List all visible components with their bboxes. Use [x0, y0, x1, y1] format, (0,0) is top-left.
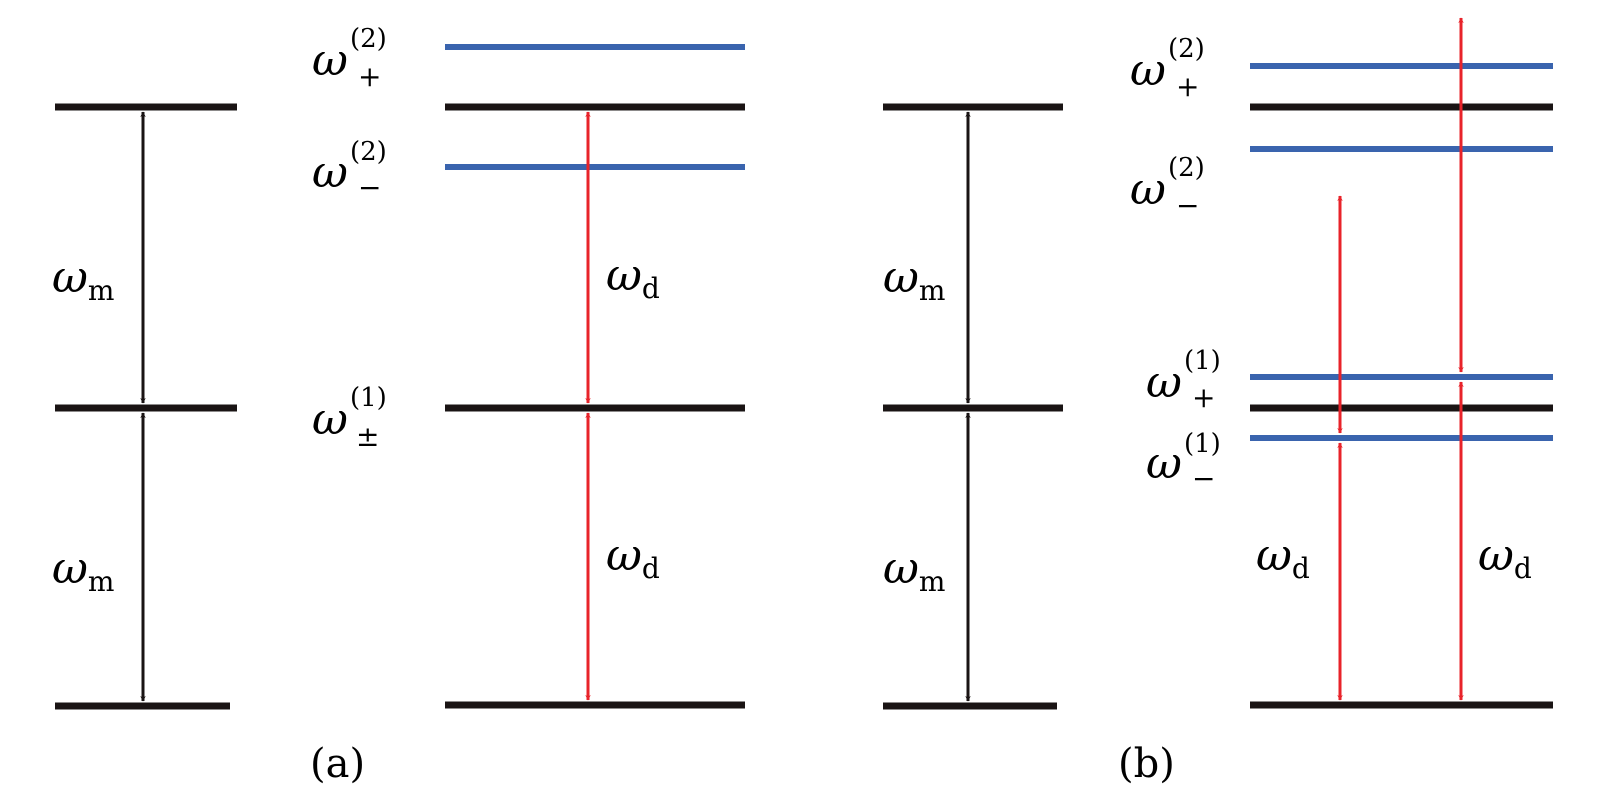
svg-text:ω: ω: [312, 147, 348, 198]
svg-text:ω: ω: [1130, 164, 1166, 215]
caption-b: (b): [1118, 741, 1175, 787]
label-b-wd-outer: ωd: [1478, 530, 1532, 585]
caption-a: (a): [310, 741, 365, 787]
label-b-wd-inner: ωd: [1256, 530, 1310, 585]
svg-text:(2): (2): [1168, 153, 1205, 183]
svg-text:ω: ω: [1130, 45, 1166, 96]
label-b-omega-minus-1: ω (1) −: [1146, 429, 1221, 495]
panel-a: ωm ωm ωd ωd ω (2) + ω (2) − ω: [52, 24, 745, 787]
label-b-wm-upper: ωm: [883, 252, 945, 307]
svg-text:ω: ω: [1146, 357, 1182, 408]
label-a-wm-lower: ωm: [52, 543, 114, 598]
svg-text:ω: ω: [312, 35, 348, 86]
svg-text:+: +: [1192, 381, 1215, 414]
label-b-omega-minus-2: ω (2) −: [1130, 153, 1205, 222]
svg-text:±: ±: [356, 420, 379, 453]
label-a-wd-upper: ωd: [606, 250, 660, 305]
label-b-wm-lower: ωm: [883, 543, 945, 598]
svg-text:(2): (2): [350, 137, 387, 167]
label-b-omega-plus-2: ω (2) +: [1130, 34, 1205, 103]
svg-text:−: −: [358, 171, 381, 204]
svg-text:(2): (2): [350, 24, 387, 54]
panel-b: ωm ωm ωd ωd ω (2) + ω (2): [883, 17, 1553, 787]
label-a-omega-plus-2: ω (2) +: [312, 24, 387, 93]
svg-text:(1): (1): [1184, 429, 1221, 459]
svg-text:ω: ω: [1146, 438, 1182, 489]
svg-text:+: +: [1176, 70, 1199, 103]
label-a-omega-pm-1: ω (1) ±: [312, 383, 387, 453]
svg-text:(2): (2): [1168, 34, 1205, 64]
label-a-omega-minus-2: ω (2) −: [312, 137, 387, 204]
svg-text:−: −: [1192, 462, 1215, 495]
svg-text:+: +: [358, 60, 381, 93]
svg-text:(1): (1): [1184, 346, 1221, 376]
label-b-omega-plus-1: ω (1) +: [1146, 346, 1221, 414]
label-a-wd-lower: ωd: [606, 530, 660, 585]
svg-text:(1): (1): [350, 383, 387, 413]
label-a-wm-upper: ωm: [52, 252, 114, 307]
svg-text:−: −: [1176, 189, 1199, 222]
svg-text:ω: ω: [312, 394, 348, 445]
